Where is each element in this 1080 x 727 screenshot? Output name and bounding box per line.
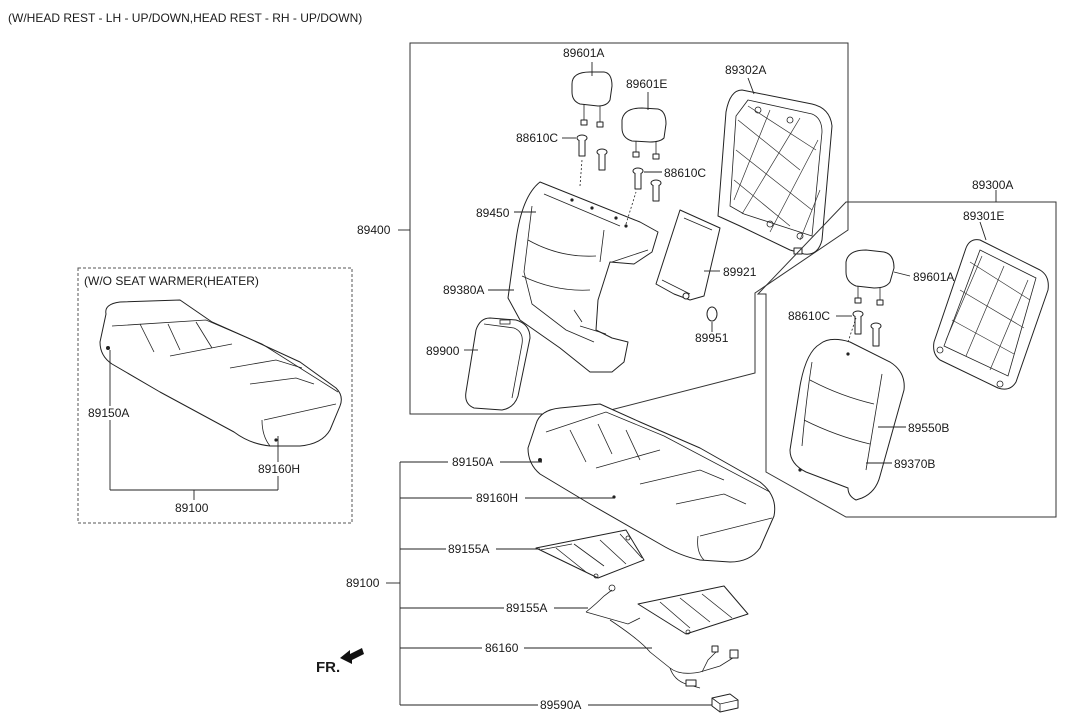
clip-89951[interactable] [706, 306, 718, 322]
headrest-guide-88610C-a[interactable] [576, 134, 588, 157]
label-89160H: 89160H [476, 491, 518, 505]
no-heater-box [77, 267, 353, 524]
label-89601E: 89601E [626, 77, 667, 91]
label-89302A: 89302A [725, 63, 766, 77]
label-89900: 89900 [426, 344, 460, 358]
seat-back-cover-89380A[interactable] [507, 181, 659, 373]
label-89590A: 89590A [540, 698, 581, 712]
label-89550B: 89550B [908, 421, 949, 435]
label-89150A-left: 89150A [88, 406, 129, 420]
label-89370B: 89370B [894, 457, 935, 471]
right-seat-back-box [756, 201, 1057, 518]
label-88610C-mid: 88610C [664, 166, 706, 180]
right-guide-88610C-b[interactable] [870, 322, 882, 347]
left-leaders [109, 350, 279, 500]
label-89450: 89450 [476, 206, 510, 220]
label-89400: 89400 [357, 223, 391, 237]
armrest-89900[interactable] [465, 317, 531, 411]
control-module-89590A[interactable] [711, 693, 739, 713]
label-89155A-2: 89155A [506, 601, 547, 615]
label-88610C-top: 88610C [516, 131, 558, 145]
label-89301E: 89301E [963, 209, 1004, 223]
wiring-harness-86160[interactable] [609, 619, 739, 689]
right-leaders [836, 221, 987, 464]
label-88610C-right: 88610C [788, 309, 830, 323]
label-no-heater: (W/O SEAT WARMER(HEATER) [84, 274, 259, 288]
seat-back-leaders [398, 62, 755, 351]
left-seat-cushion[interactable] [99, 299, 342, 447]
seat-back-box-group: 89601A 89601E 89302A 88610C 88610C 89450… [357, 42, 849, 415]
label-89155A-1: 89155A [448, 542, 489, 556]
right-headrest-89601A[interactable] [845, 249, 895, 306]
cushion-leaders [386, 461, 712, 706]
front-direction-indicator: FR. [316, 648, 364, 676]
label-89160H-left: 89160H [258, 462, 300, 476]
seat-back-frame-89302A[interactable] [717, 89, 833, 255]
trim-plate-89921[interactable] [655, 209, 721, 301]
heater-mat-89155A-2[interactable] [585, 584, 749, 635]
headrest-guide-88610C-c[interactable] [632, 167, 644, 190]
heater-mat-89155A-1[interactable] [535, 529, 645, 579]
label-89100-left: 89100 [175, 501, 209, 515]
right-back-cover-89370B[interactable] [789, 338, 905, 501]
right-seat-back-group: 89300A 89301E 89601A 88610C 89550B 89370… [756, 178, 1057, 518]
no-heater-group: (W/O SEAT WARMER(HEATER) 89150A 89160H 8… [77, 267, 353, 524]
label-89150A: 89150A [452, 455, 493, 469]
right-guide-88610C-a[interactable] [852, 310, 864, 335]
seat-cushion-89160H[interactable] [527, 403, 776, 563]
label-86160: 86160 [485, 641, 519, 655]
label-89100-main: 89100 [346, 576, 380, 590]
label-89951: 89951 [695, 331, 729, 345]
headrest-guide-88610C-b[interactable] [596, 148, 608, 171]
cushion-assembly-group: 89150A 89160H 89155A 89100 89155A 86160 … [346, 403, 776, 713]
label-89921: 89921 [723, 265, 757, 279]
label-89601A-right: 89601A [913, 270, 954, 284]
front-label: FR. [316, 659, 340, 676]
headrest-89601A-top[interactable] [571, 71, 613, 128]
seat-back-assembly-box [409, 42, 849, 415]
front-arrow-icon [340, 648, 364, 664]
diagram-header: (W/HEAD REST - LH - UP/DOWN,HEAD REST - … [8, 11, 362, 25]
label-89300A: 89300A [972, 178, 1013, 192]
headrest-89601E[interactable] [621, 107, 667, 160]
headrest-guide-88610C-d[interactable] [650, 179, 662, 202]
right-frame-89301E[interactable] [933, 239, 1049, 390]
label-89380A: 89380A [443, 283, 484, 297]
label-89601A-top: 89601A [563, 46, 604, 60]
